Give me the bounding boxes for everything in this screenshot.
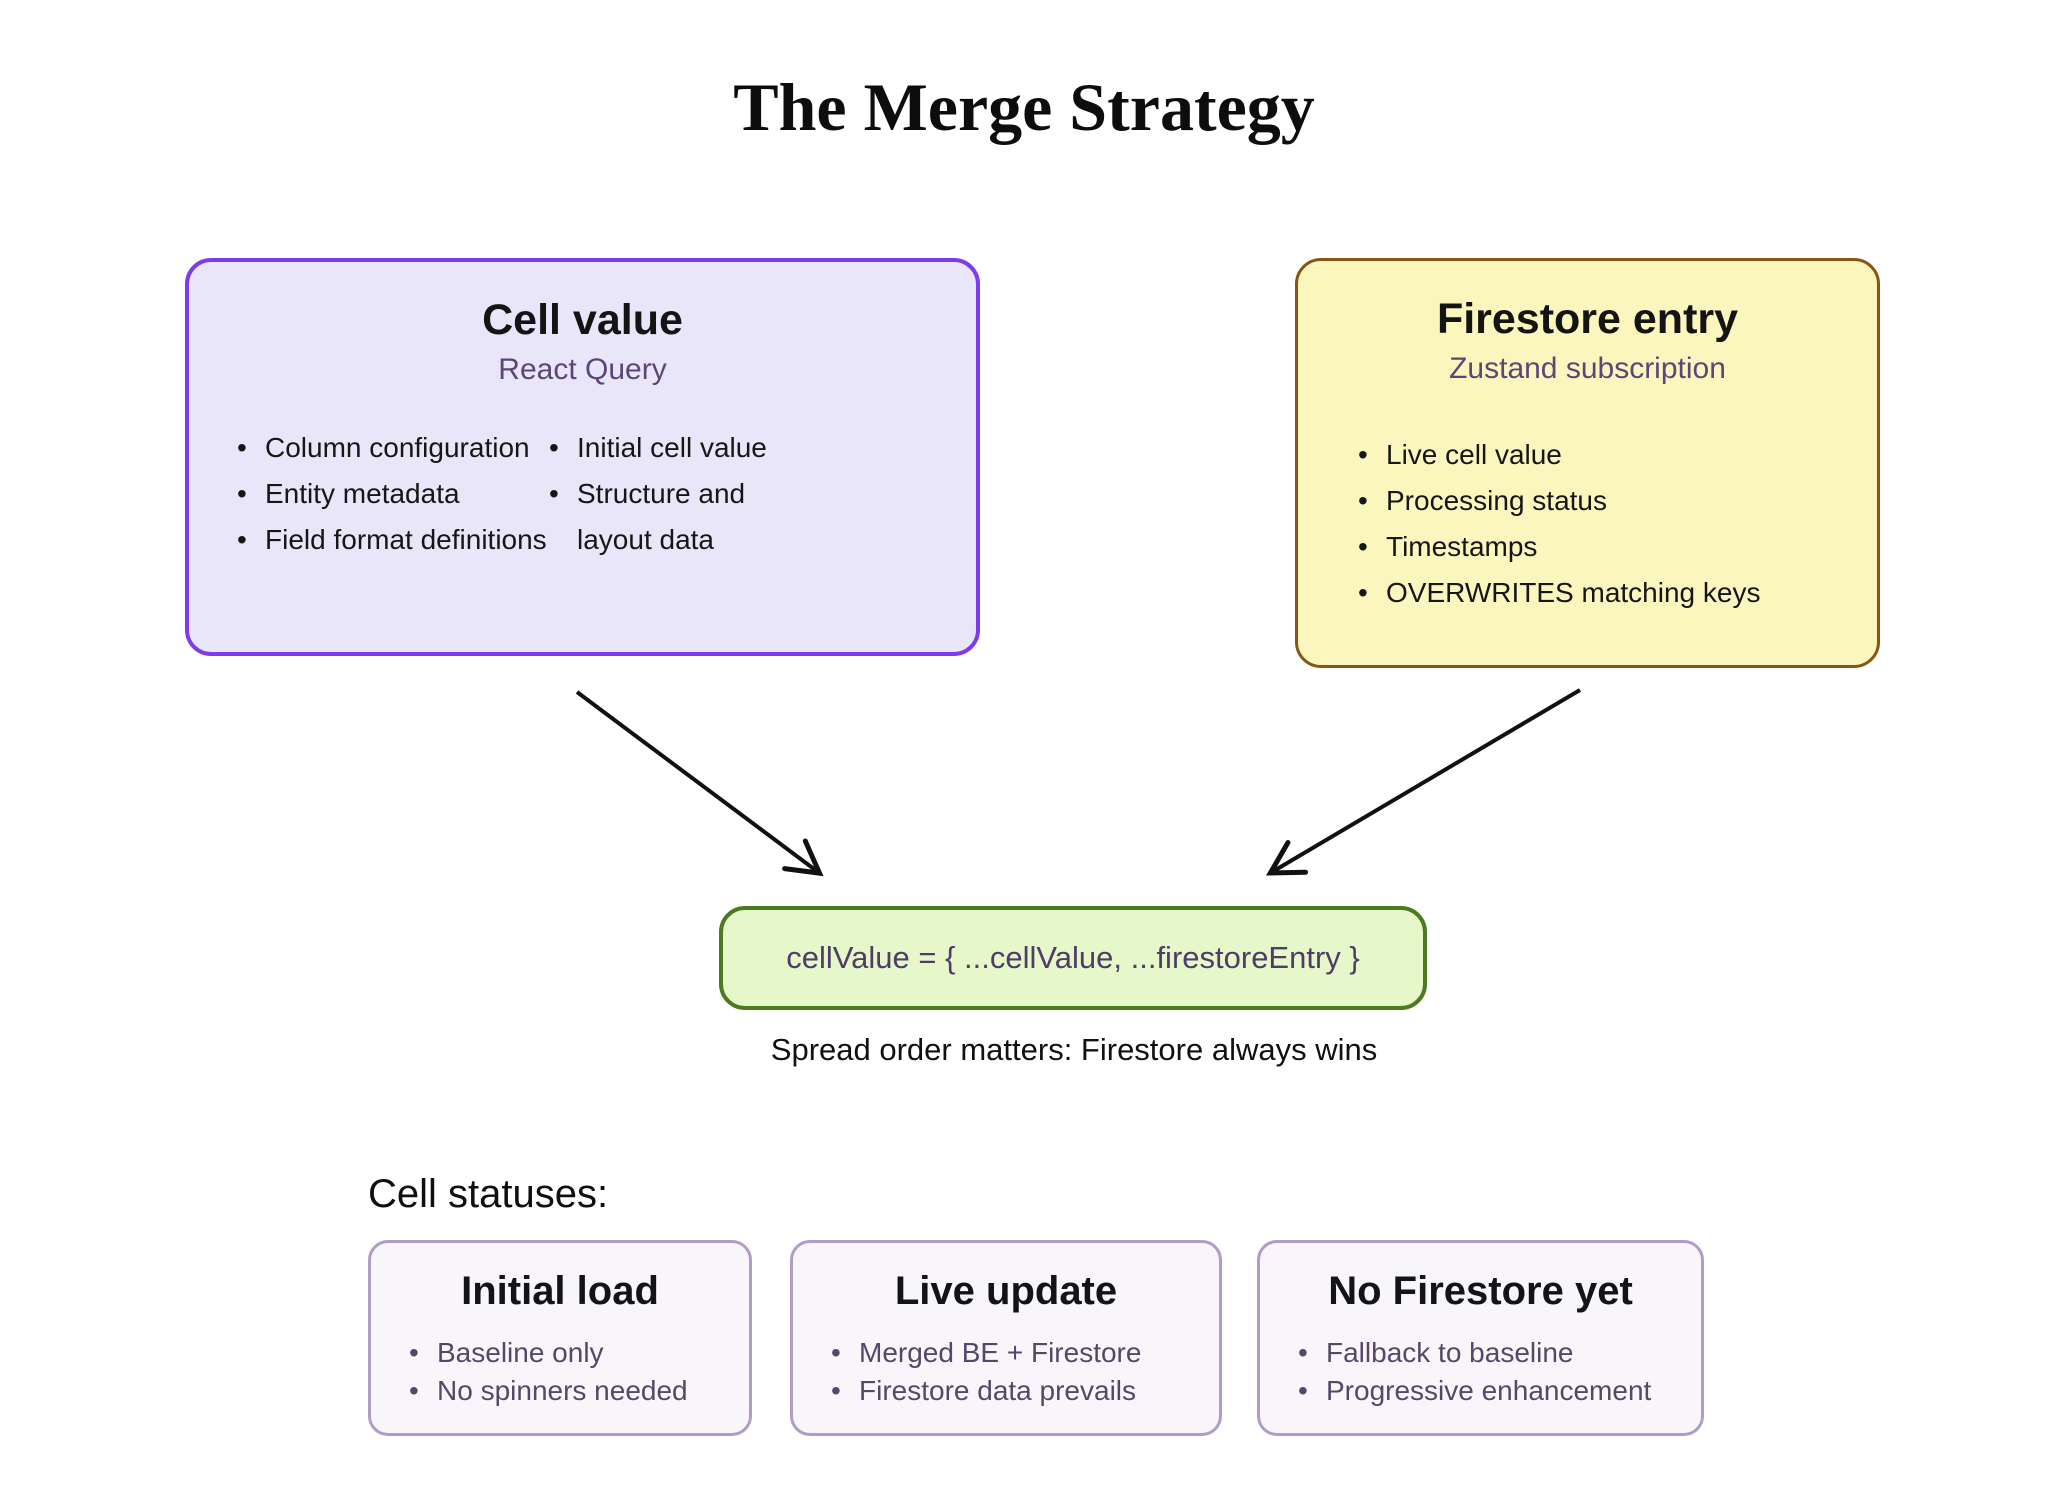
list-item: Entity metadata [235,471,547,517]
list-item: Structure and layout data [547,471,809,563]
list-item: Live cell value [1356,432,1836,478]
list-item: Fallback to baseline [1298,1334,1701,1372]
status-card-bullets: Baseline only No spinners needed [371,1334,749,1410]
firestore-bullets: Live cell value Processing status Timest… [1298,432,1836,616]
page-title: The Merge Strategy [733,69,1315,145]
list-item: Column configuration [235,425,547,471]
status-card-no-firestore-yet: No Firestore yet Fallback to baseline Pr… [1257,1240,1704,1436]
cell-statuses-heading: Cell statuses: [368,1172,609,1216]
cell-value-bullet-columns: Column configuration Entity metadata Fie… [189,425,976,563]
status-card-bullets: Merged BE + Firestore Firestore data pre… [793,1334,1219,1410]
list-item: Firestore data prevails [831,1372,1219,1410]
cell-value-box-subtitle: React Query [498,353,667,386]
status-card-title: Initial load [461,1269,659,1313]
firestore-entry-box: Firestore entry Zustand subscription Liv… [1295,258,1880,668]
status-card-initial-load: Initial load Baseline only No spinners n… [368,1240,752,1436]
status-card-title: Live update [894,1269,1118,1313]
list-item: Progressive enhancement [1298,1372,1701,1410]
merge-code: cellValue = { ...cellValue, ...firestore… [786,940,1360,975]
list-item: Field format definitions [235,517,547,563]
status-card-title: No Firestore yet [1328,1269,1633,1313]
list-item: No spinners needed [409,1372,749,1410]
cell-value-box-title: Cell value [482,296,683,344]
firestore-box-subtitle: Zustand subscription [1449,352,1726,385]
status-card-live-update: Live update Merged BE + Firestore Firest… [790,1240,1222,1436]
list-item: Initial cell value [547,425,809,471]
firestore-box-title: Firestore entry [1436,295,1739,343]
arrow-cell-value-to-merge [575,690,824,877]
merge-result-box: cellValue = { ...cellValue, ...firestore… [719,906,1427,1010]
arrow-firestore-to-merge [1265,688,1582,876]
list-item: Timestamps [1356,524,1836,570]
cell-value-bullets-left: Column configuration Entity metadata Fie… [235,425,547,563]
cell-value-box: Cell value React Query Column configurat… [185,258,980,656]
list-item: OVERWRITES matching keys [1356,570,1836,616]
status-card-bullets: Fallback to baseline Progressive enhance… [1260,1334,1701,1410]
list-item: Merged BE + Firestore [831,1334,1219,1372]
list-item: Baseline only [409,1334,749,1372]
merge-caption: Spread order matters: Firestore always w… [770,1032,1378,1067]
list-item: Processing status [1356,478,1836,524]
cell-value-bullets-right: Initial cell value Structure and layout … [547,425,809,563]
